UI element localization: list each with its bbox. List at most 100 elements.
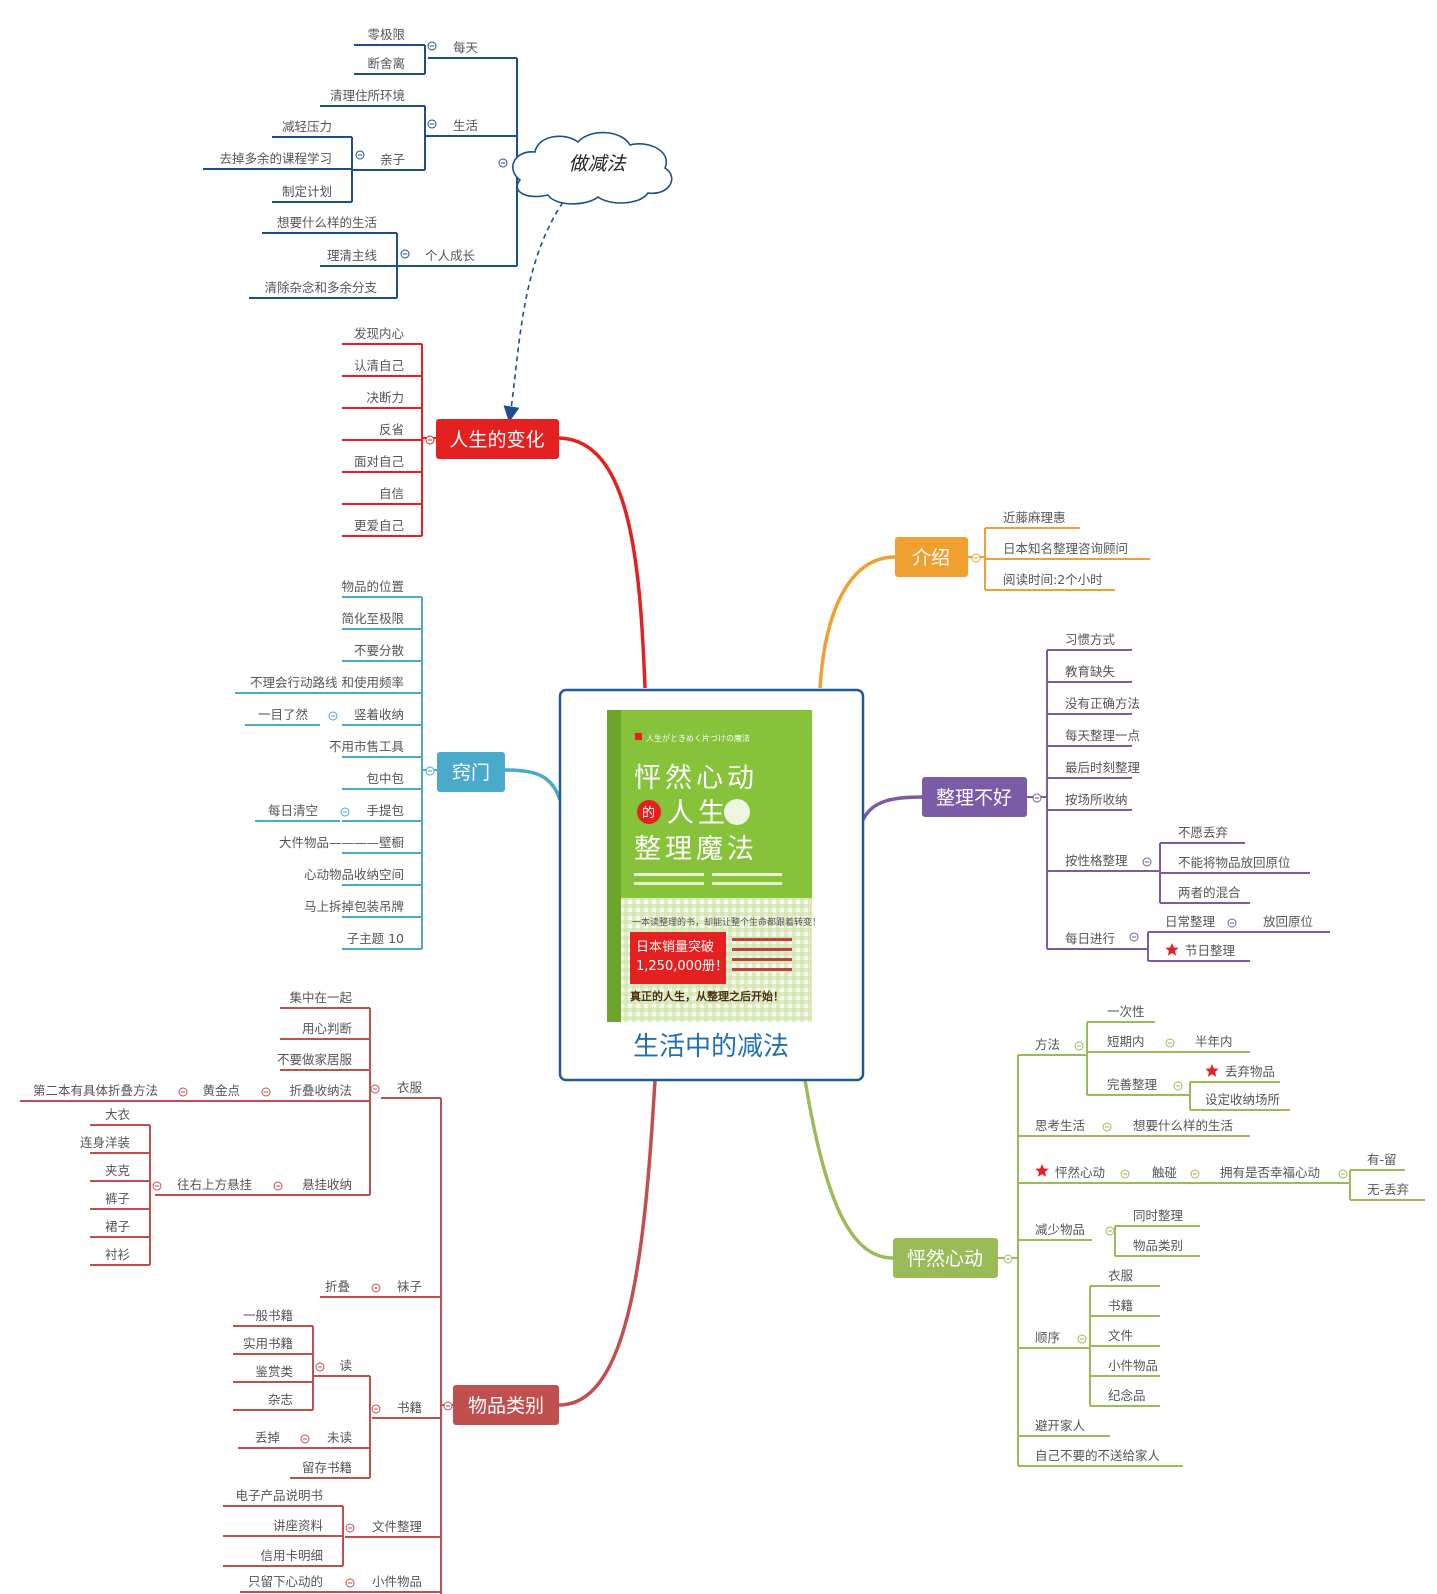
topic-label[interactable]: 不要分散 <box>354 643 405 658</box>
topic-label[interactable]: 衣服 <box>397 1080 423 1095</box>
topic-label[interactable]: 教育缺失 <box>1065 664 1116 679</box>
topic-label[interactable]: 一目了然 <box>258 707 308 722</box>
topic-label[interactable]: 触碰 <box>1152 1165 1177 1180</box>
branch-intro[interactable]: 介绍 <box>895 537 968 577</box>
topic-label[interactable]: 制定计划 <box>282 184 332 199</box>
topic-label[interactable]: 只留下心动的 <box>248 1574 323 1589</box>
topic-label[interactable]: 放回原位 <box>1263 914 1313 929</box>
topic-label[interactable]: 有-留 <box>1367 1152 1397 1167</box>
topic-label[interactable]: 避开家人 <box>1035 1418 1086 1433</box>
topic-label[interactable]: 每天 <box>453 40 479 55</box>
topic-label[interactable]: 包中包 <box>366 771 404 786</box>
topic-label[interactable]: 面对自己 <box>354 454 404 469</box>
topic-label[interactable]: 不愿丢弃 <box>1178 825 1228 840</box>
topic-label[interactable]: 悬挂收纳 <box>302 1177 352 1192</box>
topic-label[interactable]: 衣服 <box>1108 1268 1134 1283</box>
topic-label[interactable]: 个人成长 <box>425 248 476 263</box>
topic-label[interactable]: 想要什么样的生活 <box>1133 1118 1233 1133</box>
topic-label[interactable]: 自己不要的不送给家人 <box>1035 1448 1161 1463</box>
topic-label[interactable]: 断舍离 <box>367 56 405 71</box>
branch-heart[interactable]: 怦然心动 <box>893 1238 998 1278</box>
topic-label[interactable]: 裤子 <box>105 1191 130 1206</box>
topic-label[interactable]: 不用市售工具 <box>329 739 405 754</box>
topic-label[interactable]: 读 <box>339 1358 352 1373</box>
topic-label[interactable]: 实用书籍 <box>243 1336 293 1351</box>
topic-label[interactable]: 折叠 <box>325 1279 350 1294</box>
topic-label[interactable]: 零极限 <box>367 27 405 42</box>
topic-label[interactable]: 方法 <box>1035 1037 1060 1052</box>
topic-label[interactable]: 用心判断 <box>302 1021 352 1036</box>
topic-label[interactable]: 一次性 <box>1107 1004 1145 1019</box>
topic-label[interactable]: 杂志 <box>268 1392 293 1407</box>
topic-label[interactable]: 不能将物品放回原位 <box>1178 855 1291 870</box>
topic-label[interactable]: 手提包 <box>366 803 404 818</box>
topic-label[interactable]: 发现内心 <box>354 326 405 341</box>
topic-label[interactable]: 清除杂念和多余分支 <box>264 280 377 295</box>
branch-bad[interactable]: 整理不好 <box>922 777 1027 817</box>
topic-label[interactable]: 按场所收纳 <box>1065 792 1128 807</box>
topic-label[interactable]: 留存书籍 <box>302 1460 352 1475</box>
topic-label[interactable]: 每日清空 <box>268 803 318 818</box>
topic-label[interactable]: 电子产品说明书 <box>235 1488 323 1503</box>
topic-label[interactable]: 亲子 <box>380 152 405 167</box>
topic-label[interactable]: 简化至极限 <box>341 611 404 626</box>
topic-label[interactable]: 阅读时间:2个小时 <box>1003 572 1103 587</box>
topic-label[interactable]: 大衣 <box>105 1107 131 1122</box>
topic-label[interactable]: 两者的混合 <box>1178 885 1241 900</box>
topic-label[interactable]: 一般书籍 <box>243 1308 293 1323</box>
topic-label[interactable]: 日常整理 <box>1165 914 1216 929</box>
topic-label[interactable]: 不要做家居服 <box>277 1052 353 1067</box>
topic-label[interactable]: 集中在一起 <box>289 990 352 1005</box>
topic-label[interactable]: 近藤麻理惠 <box>1003 510 1066 525</box>
topic-label[interactable]: 日本知名整理咨询顾问 <box>1003 541 1128 556</box>
topic-label[interactable]: 半年内 <box>1195 1034 1233 1049</box>
topic-label[interactable]: 设定收纳场所 <box>1205 1092 1280 1107</box>
floating-topic-cloud[interactable]: 做减法 <box>512 131 673 205</box>
topic-label[interactable]: 物品类别 <box>1133 1238 1183 1253</box>
topic-label[interactable]: 竖着收纳 <box>354 707 404 722</box>
topic-label[interactable]: 理清主线 <box>327 248 378 263</box>
topic-label[interactable]: 同时整理 <box>1133 1208 1184 1223</box>
topic-label[interactable]: 想要什么样的生活 <box>277 215 377 230</box>
topic-label[interactable]: 袜子 <box>397 1279 422 1294</box>
topic-label[interactable]: 反省 <box>379 422 404 437</box>
topic-label[interactable]: 文件整理 <box>372 1519 423 1534</box>
root-node[interactable]: 人生がときめく片づけの魔法 怦然心动 的 人生 整理魔法 一本读整理的书，却能让… <box>558 688 865 1082</box>
topic-label[interactable]: 大件物品————壁橱 <box>279 835 405 850</box>
topic-label[interactable]: 减少物品 <box>1035 1222 1085 1237</box>
topic-label[interactable]: 心动物品收纳空间 <box>304 867 404 882</box>
topic-label[interactable]: 未读 <box>327 1430 352 1445</box>
topic-label[interactable]: 拥有是否幸福心动 <box>1220 1165 1320 1180</box>
topic-label[interactable]: 丢掉 <box>255 1430 280 1445</box>
topic-label[interactable]: 第二本有具体折叠方法 <box>33 1083 158 1098</box>
topic-label[interactable]: 完善整理 <box>1107 1077 1158 1092</box>
topic-label[interactable]: 短期内 <box>1107 1034 1145 1049</box>
topic-label[interactable]: 每日进行 <box>1065 931 1115 946</box>
topic-label[interactable]: 更爱自己 <box>354 518 404 533</box>
topic-label[interactable]: 没有正确方法 <box>1065 696 1140 711</box>
branch-categories[interactable]: 物品类别 <box>453 1385 559 1425</box>
topic-label[interactable]: 连身洋装 <box>80 1135 130 1150</box>
topic-label[interactable]: 顺序 <box>1035 1330 1060 1345</box>
topic-label[interactable]: 小件物品 <box>1108 1358 1158 1373</box>
topic-label[interactable]: 夹克 <box>105 1163 130 1178</box>
topic-label[interactable]: 按性格整理 <box>1065 853 1128 868</box>
topic-label[interactable]: 裙子 <box>105 1219 130 1234</box>
topic-label[interactable]: 子主题 10 <box>347 931 404 946</box>
topic-label[interactable]: 书籍 <box>397 1400 422 1415</box>
topic-label[interactable]: 认清自己 <box>354 358 404 373</box>
topic-label[interactable]: 最后时刻整理 <box>1065 760 1141 775</box>
topic-label[interactable]: 文件 <box>1108 1328 1133 1343</box>
topic-label[interactable]: 物品的位置 <box>341 579 404 594</box>
topic-label[interactable]: 怦然心动 <box>1055 1165 1105 1180</box>
topic-label[interactable]: 丢弃物品 <box>1225 1064 1275 1079</box>
topic-label[interactable]: 纪念品 <box>1108 1388 1146 1403</box>
topic-label[interactable]: 鉴赏类 <box>255 1364 293 1379</box>
topic-label[interactable]: 思考生活 <box>1035 1118 1085 1133</box>
topic-label[interactable]: 清理住所环境 <box>330 88 405 103</box>
topic-label[interactable]: 黄金点 <box>202 1083 240 1098</box>
branch-tips[interactable]: 窍门 <box>437 752 505 792</box>
topic-label[interactable]: 讲座资料 <box>273 1518 324 1533</box>
branch-life-change[interactable]: 人生的变化 <box>436 419 559 459</box>
topic-label[interactable]: 不理会行动路线 和使用频率 <box>250 675 404 690</box>
